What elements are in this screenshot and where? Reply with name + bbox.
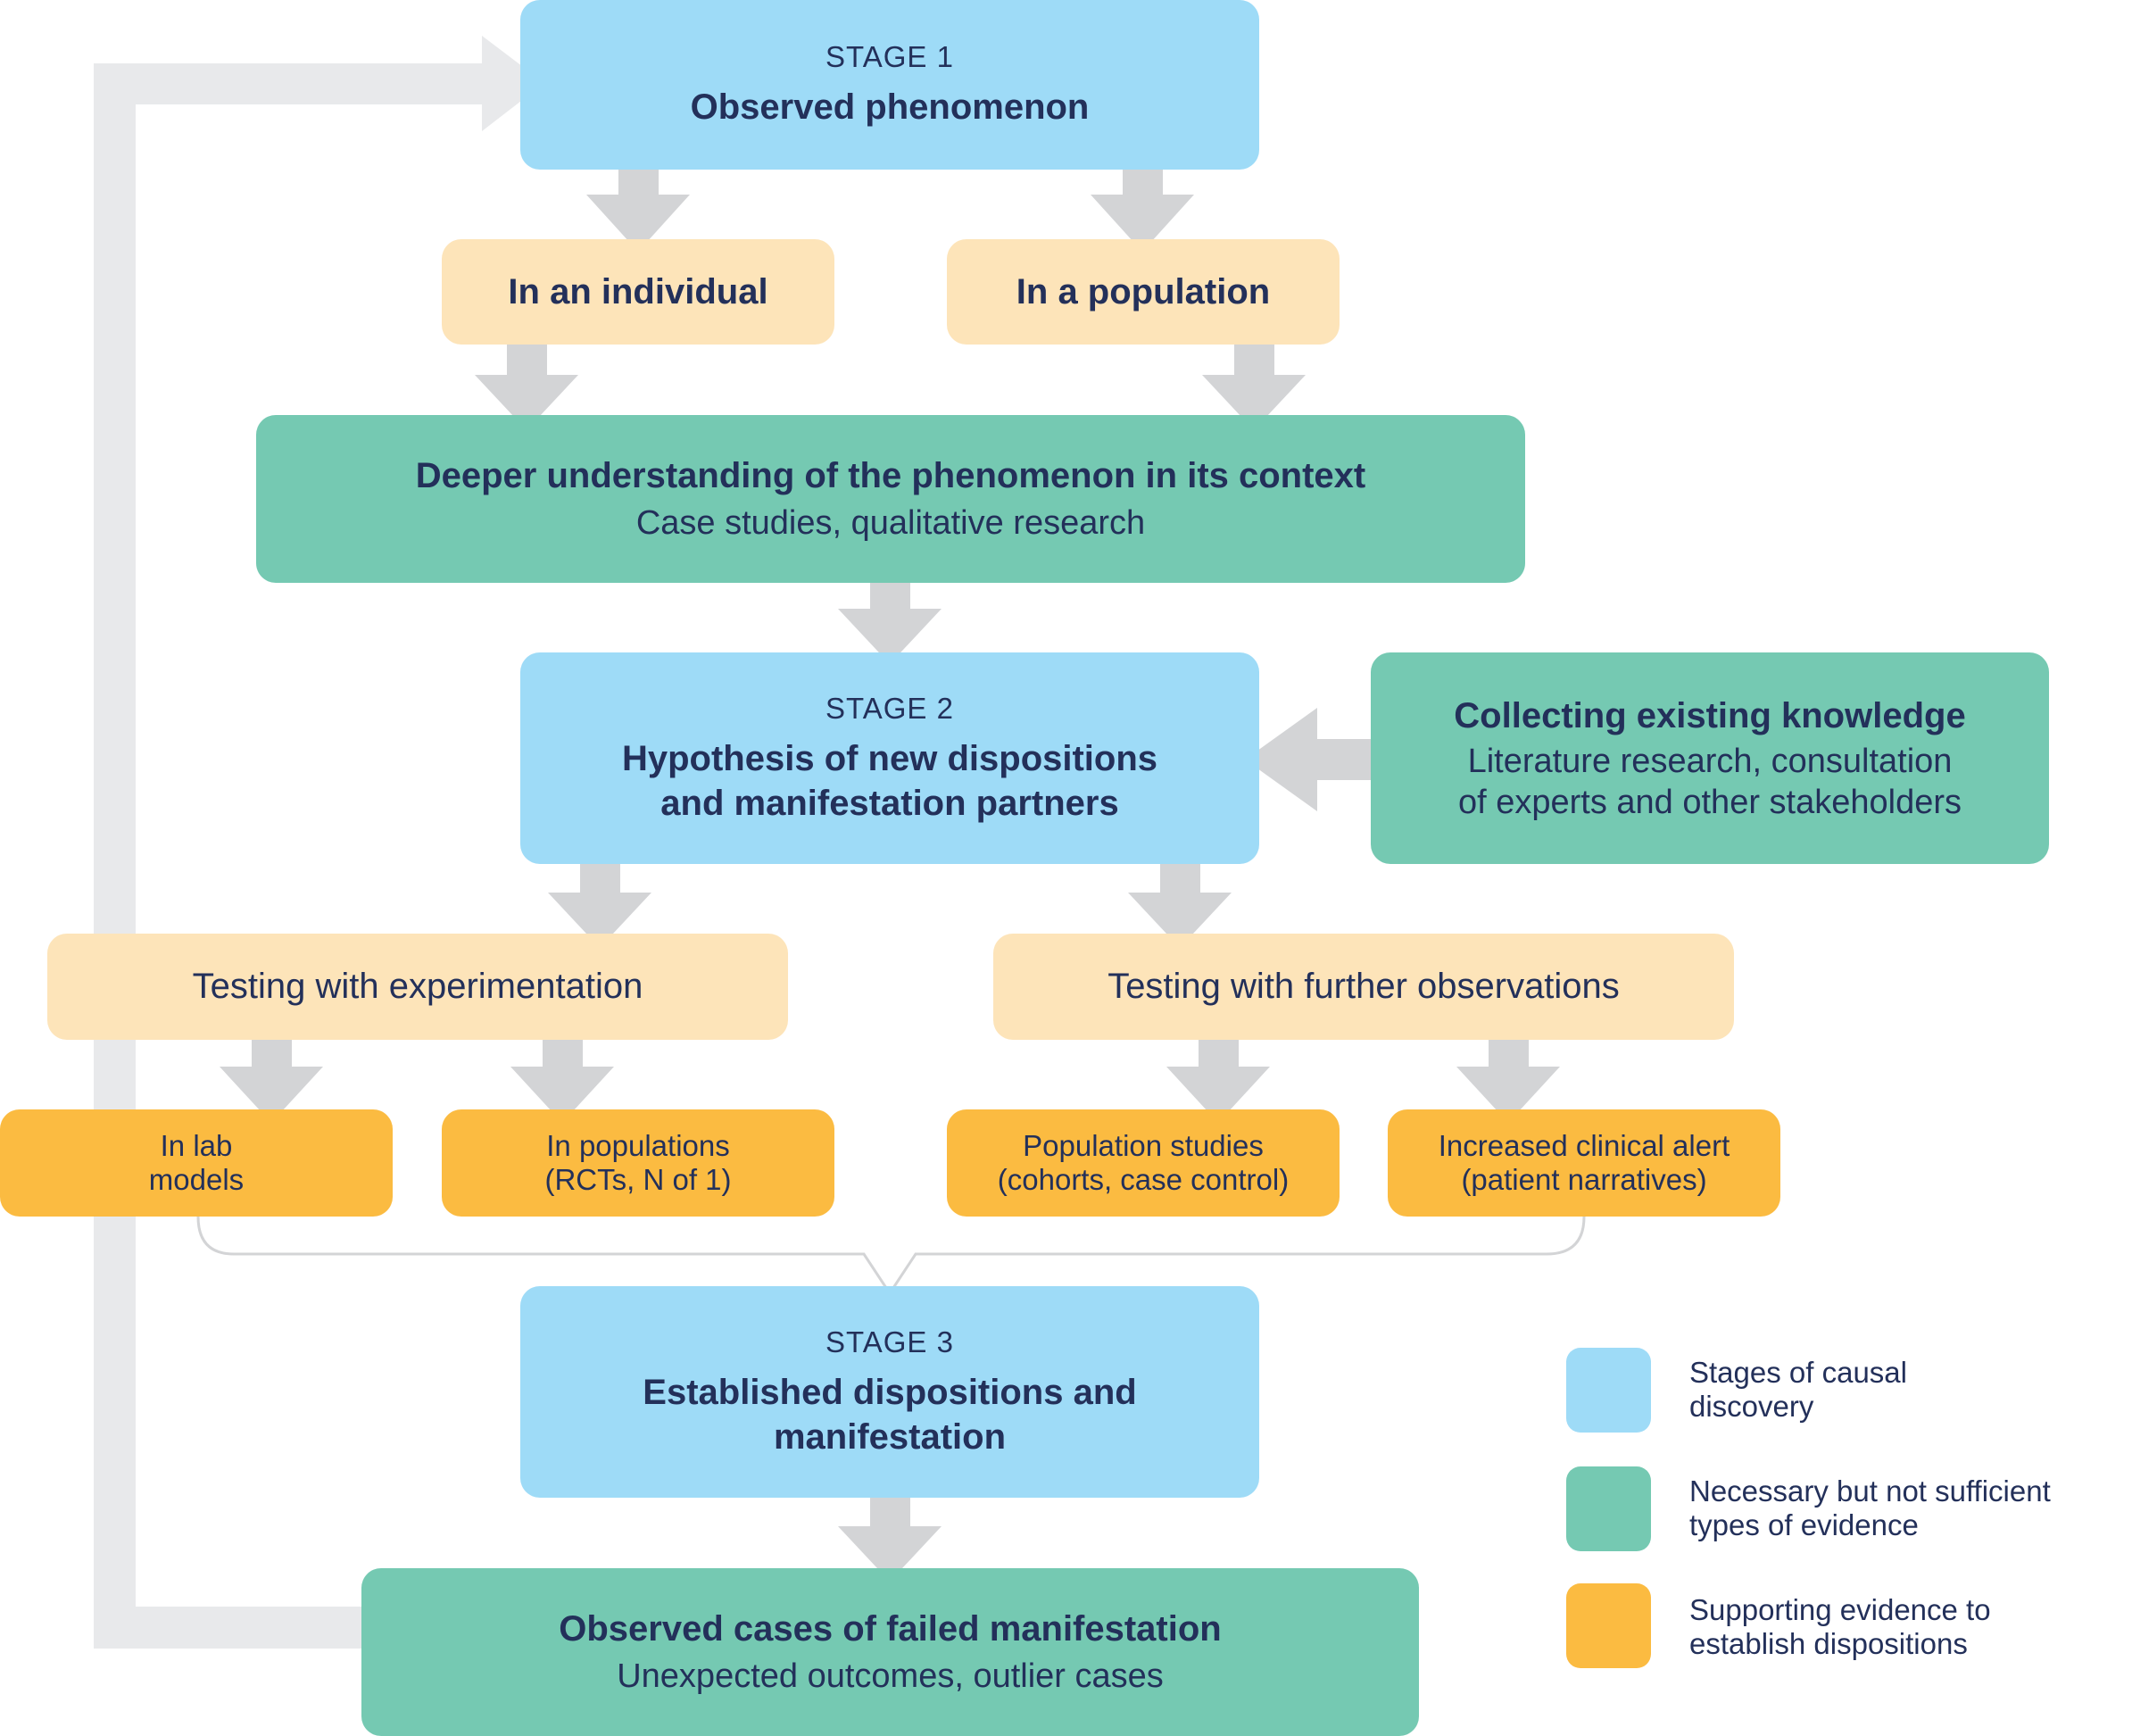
- collecting-subtitle-line2: of experts and other stakeholders: [1457, 783, 1962, 821]
- arrow-observations-to-population-studies: [1166, 1040, 1270, 1123]
- stage3-box: STAGE 3 Established dispositions and man…: [520, 1286, 1259, 1498]
- testing-observations-box: Testing with further observations: [993, 934, 1734, 1040]
- lab-models-line1: In lab: [160, 1129, 233, 1163]
- legend-stages-line2: discovery: [1689, 1389, 1814, 1423]
- legend-label-stages: Stages of causal discovery: [1689, 1356, 1907, 1424]
- arrow-experimentation-to-populations: [510, 1040, 614, 1123]
- clinical-alert-line2: (patient narratives): [1461, 1163, 1707, 1196]
- arrow-deeper-to-stage2: [838, 583, 942, 664]
- stage2-title-line1: Hypothesis of new dispositions: [621, 738, 1158, 778]
- arrow-stage3-to-failed: [838, 1498, 942, 1582]
- stage3-label: STAGE 3: [825, 1325, 954, 1358]
- collecting-subtitle-line1: Literature research, consultation: [1467, 742, 1953, 780]
- stage3-title-line2: manifestation: [773, 1416, 1007, 1457]
- legend-swatch-necessary: [1566, 1466, 1651, 1551]
- deeper-subtitle: Case studies, qualitative research: [635, 504, 1146, 543]
- legend-label-supporting: Supporting evidence to establish disposi…: [1689, 1593, 1991, 1661]
- arrow-collecting-to-stage2: [1245, 708, 1371, 811]
- failed-manifestation-box: Observed cases of failed manifestation U…: [361, 1568, 1419, 1736]
- individual-box: In an individual: [442, 239, 834, 345]
- collecting-knowledge-box: Collecting existing knowledge Literature…: [1371, 652, 2049, 864]
- arrow-stage2-to-observations: [1128, 864, 1232, 948]
- population-studies-line2: (cohorts, case control): [997, 1163, 1290, 1196]
- legend-supporting-line1: Supporting evidence to: [1689, 1593, 1991, 1626]
- arrow-stage1-to-individual: [586, 170, 690, 252]
- legend-stages-line1: Stages of causal: [1689, 1356, 1907, 1389]
- arrow-observations-to-clinical: [1456, 1040, 1560, 1123]
- arrow-population-to-deeper: [1202, 345, 1306, 430]
- deeper-understanding-box: Deeper understanding of the phenomenon i…: [256, 415, 1525, 583]
- arrow-experimentation-to-lab: [220, 1040, 323, 1123]
- testing-observations-label: Testing with further observations: [1107, 967, 1620, 1006]
- population-studies-line1: Population studies: [1023, 1129, 1264, 1163]
- legend-swatch-stages: [1566, 1348, 1651, 1433]
- failed-subtitle: Unexpected outcomes, outlier cases: [617, 1657, 1164, 1696]
- testing-experimentation-label: Testing with experimentation: [192, 967, 643, 1006]
- legend-supporting-line2: establish dispositions: [1689, 1626, 1968, 1660]
- arrow-individual-to-deeper: [475, 345, 578, 430]
- legend-necessary-line1: Necessary but not sufficient: [1689, 1474, 2051, 1508]
- stage1-box: STAGE 1 Observed phenomenon: [520, 0, 1259, 170]
- legend-label-necessary: Necessary but not sufficient types of ev…: [1689, 1474, 2051, 1542]
- bracket-connector: [196, 1216, 1586, 1296]
- arrow-stage2-to-experimentation: [548, 864, 651, 948]
- legend-swatch-supporting: [1566, 1583, 1651, 1668]
- deeper-title: Deeper understanding of the phenomenon i…: [415, 456, 1366, 496]
- population-label: In a population: [1016, 271, 1271, 311]
- collecting-title: Collecting existing knowledge: [1454, 695, 1966, 735]
- population-studies-box: Population studies (cohorts, case contro…: [947, 1109, 1340, 1217]
- stage2-label: STAGE 2: [825, 691, 954, 725]
- in-populations-box: In populations (RCTs, N of 1): [442, 1109, 834, 1217]
- in-populations-line2: (RCTs, N of 1): [544, 1163, 732, 1196]
- population-box: In a population: [947, 239, 1340, 345]
- stage2-box: STAGE 2 Hypothesis of new dispositions a…: [520, 652, 1259, 864]
- in-populations-line1: In populations: [546, 1129, 730, 1163]
- arrow-stage1-to-population: [1091, 170, 1194, 252]
- testing-experimentation-box: Testing with experimentation: [47, 934, 788, 1040]
- clinical-alert-line1: Increased clinical alert: [1438, 1129, 1730, 1163]
- legend-necessary-line2: types of evidence: [1689, 1508, 1919, 1541]
- clinical-alert-box: Increased clinical alert (patient narrat…: [1388, 1109, 1780, 1217]
- stage1-label: STAGE 1: [825, 40, 954, 73]
- individual-label: In an individual: [508, 271, 768, 311]
- lab-models-line2: models: [148, 1163, 245, 1196]
- stage3-title-line1: Established dispositions and: [643, 1372, 1137, 1412]
- lab-models-box: In lab models: [0, 1109, 393, 1217]
- stage2-title-line2: and manifestation partners: [660, 783, 1119, 823]
- failed-title: Observed cases of failed manifestation: [559, 1609, 1222, 1649]
- stage1-title: Observed phenomenon: [690, 87, 1090, 127]
